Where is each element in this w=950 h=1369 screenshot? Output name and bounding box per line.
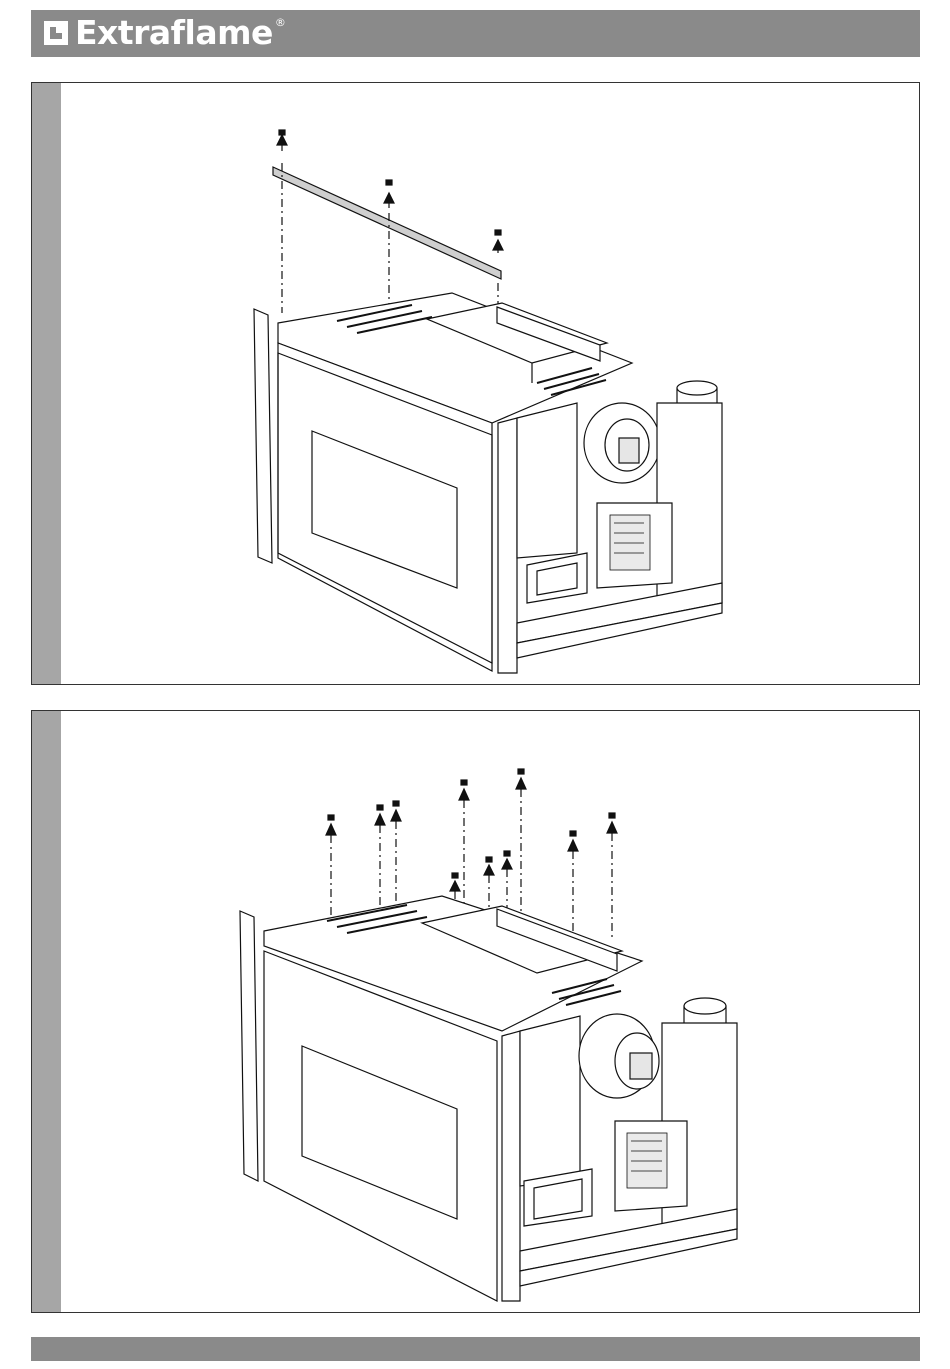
figure-panel-top <box>31 82 920 685</box>
registered-mark: ® <box>275 16 286 29</box>
screw-arrow-1 <box>277 130 287 313</box>
brand-name: Extraflame <box>75 14 273 52</box>
brand-logo: Extraflame ® <box>41 14 286 52</box>
header-bar: Extraflame ® <box>31 10 920 57</box>
footer-bar <box>31 1337 920 1361</box>
flame-logo-icon <box>41 18 71 48</box>
stove-top-screws-diagram <box>32 711 919 1312</box>
stove-top-panel-diagram <box>32 83 919 684</box>
figure-panel-bottom <box>31 710 920 1313</box>
